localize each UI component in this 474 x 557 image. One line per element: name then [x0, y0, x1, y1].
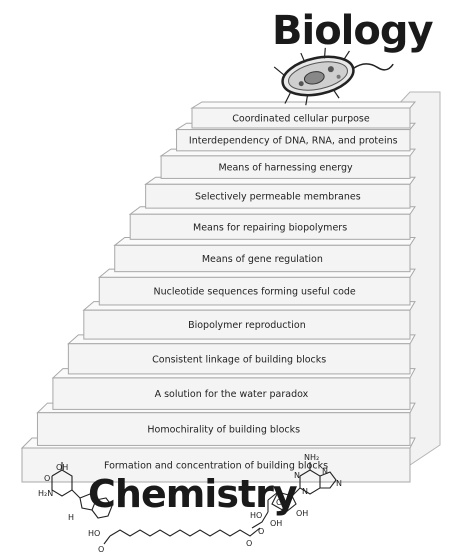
- step-label: Means of gene regulation: [202, 254, 323, 265]
- step-riser: [98, 276, 411, 306]
- mol-right-label-o-ring: O: [276, 498, 282, 507]
- step-label: Homochirality of building blocks: [147, 425, 300, 436]
- step-label: Coordinated cellular purpose: [232, 114, 370, 125]
- step-riser: [67, 343, 411, 375]
- step-label: Interdependency of DNA, RNA, and protein…: [189, 136, 398, 147]
- mol-right-label-oh2: OH: [270, 519, 282, 528]
- fatty-acid-chain-icon: [103, 527, 261, 545]
- step-riser: [129, 213, 411, 240]
- mol-right-label-n1: N: [294, 471, 300, 480]
- mol-right-label-oh1: OH: [296, 509, 308, 518]
- mol-right-label-n4: N: [302, 487, 308, 496]
- nucleotide-molecule-icon: [251, 462, 337, 529]
- mol-left-label-oh: OH: [56, 463, 68, 472]
- mol-right-label-nh2: NH₂: [304, 453, 319, 462]
- mol-right-label-o2: O: [258, 527, 264, 536]
- bacterium-cell-icon: [273, 47, 394, 106]
- step-riser: [114, 244, 411, 273]
- step-label: Biopolymer reproduction: [188, 320, 306, 331]
- step-label: Formation and concentration of building …: [104, 461, 328, 472]
- step-riser: [191, 107, 411, 129]
- chemistry-title: Chemistry: [88, 472, 298, 516]
- mol-right-label-o3: O: [246, 539, 252, 548]
- mol-right-label-n3: N: [336, 479, 342, 488]
- step-label: A solution for the water paradox: [155, 389, 309, 400]
- step-riser: [21, 447, 411, 483]
- mol-bottom-label-ho: HO: [88, 529, 100, 538]
- mol-left-label-h: H: [68, 513, 74, 522]
- step-tread: [190, 101, 417, 109]
- steps-group: Formation and concentration of building …: [20, 101, 417, 483]
- mol-right-label-ho: HO: [250, 511, 262, 520]
- step-label: Consistent linkage of building blocks: [152, 354, 326, 365]
- mol-left-label-o: O: [44, 474, 50, 483]
- step-riser: [83, 309, 411, 340]
- tryptophan-molecule-icon: [51, 462, 113, 519]
- step-label: Means of harnessing energy: [218, 163, 353, 174]
- step-label: Selectively permeable membranes: [195, 192, 361, 203]
- step-riser: [145, 183, 411, 209]
- step-riser: [36, 412, 411, 446]
- mol-left-label-h2n: H₂N: [38, 489, 53, 498]
- mol-right-label-n2: N: [322, 467, 328, 476]
- step-riser: [176, 129, 411, 152]
- mol-bottom-label-o: O: [98, 545, 104, 554]
- step-label: Means for repairing biopolymers: [193, 222, 347, 233]
- step-label: Nucleotide sequences forming useful code: [154, 287, 356, 298]
- biology-title: Biology: [272, 8, 434, 54]
- step-riser: [160, 155, 411, 179]
- step-riser: [52, 377, 411, 410]
